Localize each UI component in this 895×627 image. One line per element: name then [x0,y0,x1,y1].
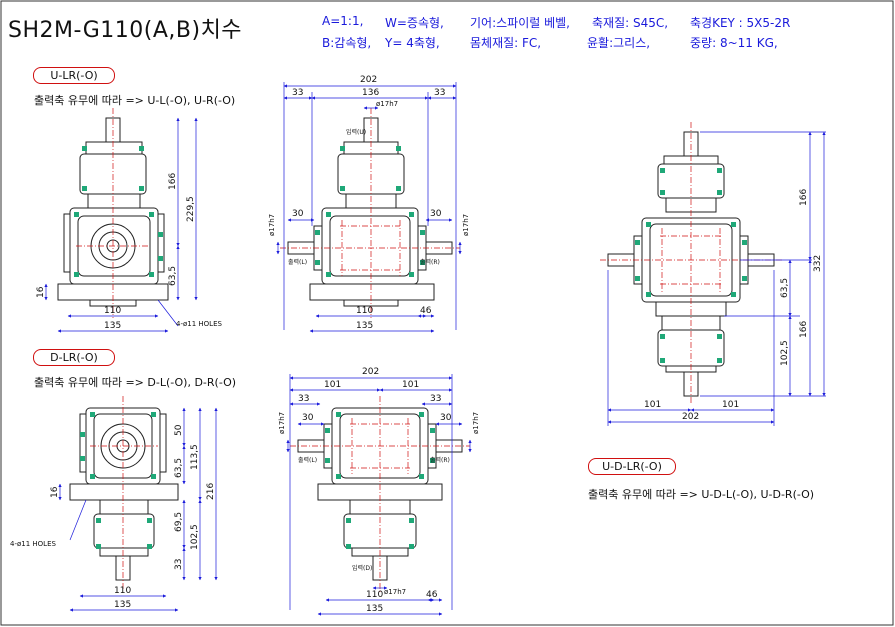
base-plate [69,483,179,501]
dim-d-33: 33 [174,559,184,570]
dim-udlr-102: 102,5 [780,340,790,366]
dim-u-110: 110 [104,306,121,316]
spec-weight: 중량: 8~11 KG, [690,36,778,50]
label-output-l-d: 출력(L) [298,456,317,464]
dim-d-110: 110 [114,586,131,596]
dim-u-63: 63,5 [168,266,178,286]
view-note-u-lr: 출력축 유무에 따라 => U-L(-O), U-R(-O) [34,94,236,107]
dim-udlr-166-top: 166 [799,189,809,206]
dim-f2-30l: 30 [302,413,314,423]
spec-body-material: 몸체재질: FC, [470,36,542,50]
dim-f1-202: 202 [360,75,377,85]
dim-udlr-202: 202 [682,412,699,422]
left-flange [63,213,71,273]
view-u-lr-front [287,117,453,307]
dim-udlr-63: 63,5 [780,278,790,298]
dim-f1-30r: 30 [430,209,442,219]
dim-f1-33l: 33 [292,88,303,98]
dim-f2-46: 46 [426,590,438,600]
spec-ratio: A=1:1, [322,14,364,28]
dim-d-69: 69,5 [174,512,184,532]
label-input-d: 입력(D) [352,564,372,572]
dim-d-113: 113,5 [190,444,200,470]
view-u-lr-dims [44,117,198,333]
dim-f1-135: 135 [356,321,373,331]
view-u-lr-bolts [74,146,163,277]
input-housing [93,513,155,549]
gearbox-body [321,207,419,285]
spec-shaft-material: 축재질: S45C, [592,16,669,30]
shaft-f1-top: ø17h7 [376,100,398,108]
dim-udlr-166-bottom: 166 [799,321,809,338]
dim-f1-136: 136 [362,88,379,98]
view-note-d-lr: 출력축 유무에 따라 => D-L(-O), D-R(-O) [34,376,237,389]
dim-f2-33l: 33 [298,394,309,404]
label-output-r: 출력(R) [420,258,440,266]
spec-type-y: Y= 4축형, [385,36,440,50]
dim-d-50: 50 [174,424,184,436]
dim-d-16: 16 [50,486,60,498]
view-d-lr-side [69,407,179,581]
view-tag-u-lr: U-LR(-O) [33,67,115,84]
spec-lubrication: 윤활:그리스, [587,36,651,50]
base-plate [309,283,435,301]
view-tag-u-d-lr: U-D-LR(-O) [588,458,676,475]
dim-d-135: 135 [114,600,131,610]
dim-f1-46: 46 [420,306,432,316]
shaft-f2-right: ø17h7 [472,412,480,434]
dim-u-16: 16 [36,286,46,298]
dim-u-229: 229,5 [186,196,196,222]
spec-type-w: W=증속형, [385,16,444,30]
shaft-f1-right: ø17h7 [462,214,470,236]
shaft-f2-left: ø17h7 [278,412,286,434]
shaft-f2-bottom: ø17h7 [384,588,406,596]
spec-key: 축경KEY : 5X5-2R [690,16,791,30]
dim-udlr-101r: 101 [722,400,739,410]
label-input-u: 입력(U) [346,128,366,136]
label-output-l: 출력(L) [288,258,307,266]
dim-f2-110: 110 [366,590,383,600]
shaft-f1-left: ø17h7 [268,214,276,236]
label-output-r-d: 출력(R) [430,456,450,464]
dim-f2-202: 202 [362,367,379,377]
view-note-u-d-lr: 출력축 유무에 따라 => U-D-L(-O), U-D-R(-O) [588,488,815,501]
dim-d-102: 102,5 [190,524,200,550]
dim-f1-30l: 30 [292,209,304,219]
view-u-lr-centerlines [76,108,150,318]
dim-f2-101r: 101 [402,380,419,390]
dim-f1-33r: 33 [434,88,445,98]
dim-u-166: 166 [168,173,178,190]
view-tag-d-lr: D-LR(-O) [33,349,115,366]
dim-f2-135: 135 [366,604,383,614]
dim-udlr-332: 332 [813,255,823,272]
spec-gear: 기어:스파이럴 베벨, [470,16,570,30]
dim-d-216: 216 [206,483,216,500]
page-title: SH2M-G110(A,B)치수 [8,18,243,43]
d-holes-label: 4-ø11 HOLES [10,540,56,548]
input-flange [85,141,143,155]
dim-f2-101l: 101 [324,380,341,390]
dim-f2-33r: 33 [430,394,441,404]
dim-u-135: 135 [104,321,121,331]
dim-d-63: 63,5 [174,458,184,478]
input-neck [87,193,141,209]
dim-f1-110: 110 [356,306,373,316]
spec-type-b: B:감속형, [322,36,372,50]
dim-udlr-101l: 101 [644,400,661,410]
right-flange [157,213,165,273]
u-holes-label: 4-ø11 HOLES [176,320,222,328]
dim-f2-30r: 30 [440,413,452,423]
